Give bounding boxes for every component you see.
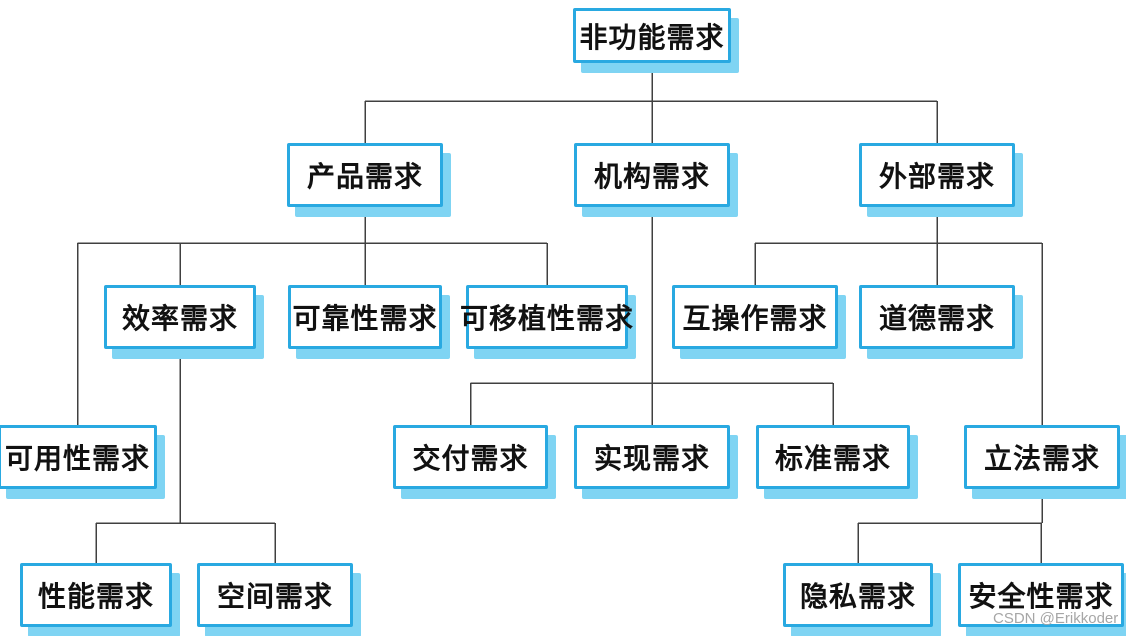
node-label: 道德需求 xyxy=(878,303,995,334)
node-label: 性能需求 xyxy=(37,581,154,612)
node-safety: 安全性需求 xyxy=(958,563,1124,627)
node-interoperability: 互操作需求 xyxy=(672,285,838,349)
node-implementation: 实现需求 xyxy=(574,425,730,489)
node-label: 安全性需求 xyxy=(968,581,1114,612)
node-label: 可用性需求 xyxy=(4,443,150,474)
node-external: 外部需求 xyxy=(859,143,1015,207)
node-label: 标准需求 xyxy=(774,443,891,474)
node-product: 产品需求 xyxy=(287,143,443,207)
node-reliability: 可靠性需求 xyxy=(288,285,442,349)
node-delivery: 交付需求 xyxy=(393,425,548,489)
node-label: 互操作需求 xyxy=(682,303,828,334)
node-label: 非功能需求 xyxy=(579,21,725,53)
node-label: 空间需求 xyxy=(216,581,333,612)
node-portability: 可移植性需求 xyxy=(460,285,633,349)
node-label: 可移植性需求 xyxy=(460,303,635,334)
node-performance: 性能需求 xyxy=(20,563,172,627)
node-label: 效率需求 xyxy=(121,303,238,334)
watermark: CSDN @Erikkoder xyxy=(993,610,1119,627)
node-organizational: 机构需求 xyxy=(574,143,730,207)
node-label: 隐私需求 xyxy=(799,581,916,612)
node-root: 非功能需求 xyxy=(573,8,731,63)
node-efficiency: 效率需求 xyxy=(104,285,256,349)
node-legislative: 立法需求 xyxy=(964,425,1120,489)
node-label: 立法需求 xyxy=(983,443,1100,474)
node-label: 可靠性需求 xyxy=(292,303,438,334)
node-label: 实现需求 xyxy=(593,443,710,474)
node-space: 空间需求 xyxy=(197,563,353,627)
node-label: 机构需求 xyxy=(593,161,710,192)
node-usability: 可用性需求 xyxy=(0,425,157,489)
node-label: 外部需求 xyxy=(878,161,995,192)
node-label: 产品需求 xyxy=(306,161,423,192)
node-privacy: 隐私需求 xyxy=(783,563,933,627)
node-ethical: 道德需求 xyxy=(859,285,1015,349)
node-standards: 标准需求 xyxy=(756,425,910,489)
node-label: 交付需求 xyxy=(412,443,529,474)
